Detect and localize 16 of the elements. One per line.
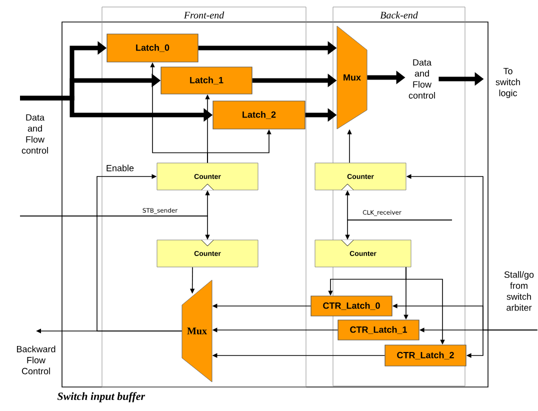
control-latch-box: CTR_Latch_2: [384, 344, 466, 366]
latch-box: Latch_0: [106, 34, 198, 62]
signal-label: Stall/go from switch arbiter: [504, 271, 534, 311]
signal-label: Data and Flow control: [408, 59, 435, 99]
control-latch-box: CTR_Latch_1: [338, 320, 420, 340]
node-label: Switch input buffer: [57, 392, 146, 402]
multiplexer: Mux: [336, 26, 368, 130]
latch-box: Latch_2: [212, 100, 306, 130]
edge-label: Enable: [105, 164, 135, 172]
arrow: [96, 174, 182, 332]
signal-label: Data and Flow control: [22, 114, 48, 154]
signal-label: To switch logic: [496, 68, 520, 98]
multiplexer: Mux: [182, 280, 212, 382]
signal-label: Backward Flow Control: [16, 346, 56, 374]
control-latch-box: CTR_Latch_0: [310, 296, 392, 316]
latch-box: Latch_1: [160, 66, 252, 94]
